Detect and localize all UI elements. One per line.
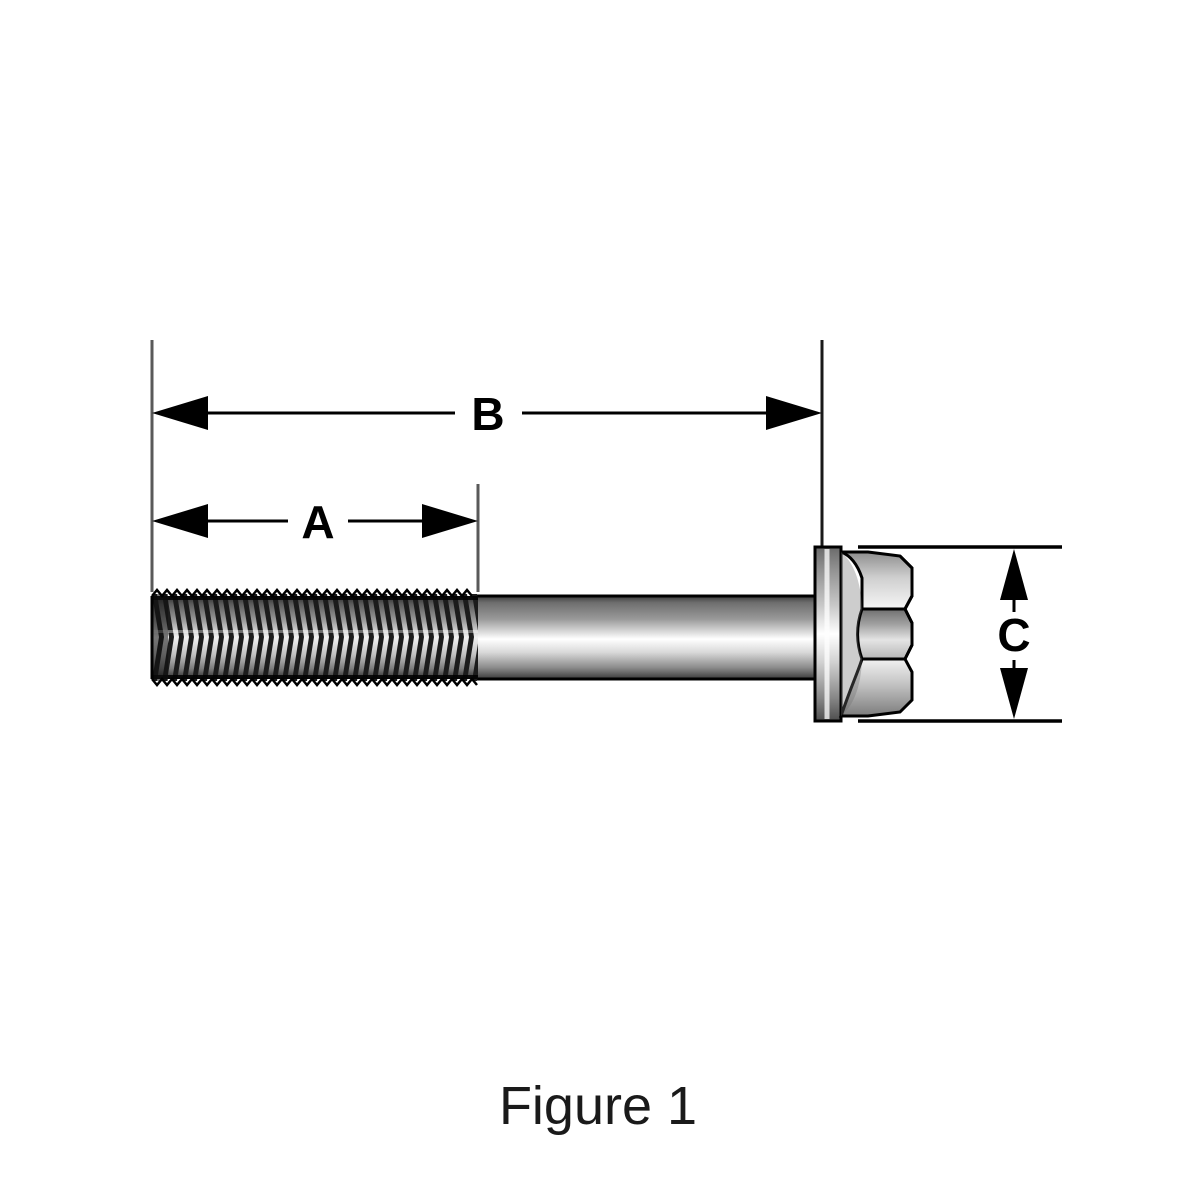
thread-groove bbox=[192, 594, 204, 681]
thread-groove bbox=[282, 594, 294, 681]
thread-groove bbox=[232, 594, 244, 681]
arrowhead-up-icon bbox=[1000, 549, 1028, 600]
figure-caption: Figure 1 bbox=[499, 1076, 697, 1136]
dimension-a-label: A bbox=[301, 496, 334, 548]
thread-groove bbox=[462, 594, 474, 681]
thread-groove bbox=[302, 594, 314, 681]
thread-crest-bottom bbox=[152, 675, 478, 679]
thread-groove bbox=[272, 594, 284, 681]
dimension-b: B bbox=[152, 388, 822, 440]
thread-teeth bbox=[152, 594, 478, 681]
thread-groove bbox=[322, 594, 334, 681]
thread-groove bbox=[172, 594, 184, 681]
extension-lines bbox=[150, 340, 1062, 723]
hex-flange-bolt bbox=[150, 545, 914, 723]
dimension-c: C bbox=[997, 549, 1031, 719]
hex-head bbox=[838, 550, 914, 718]
thread-groove bbox=[372, 594, 384, 681]
arrowhead-left-icon bbox=[152, 504, 208, 538]
hex-facet-middle bbox=[856, 607, 914, 661]
hex-head-right-chamfer-mid bbox=[903, 608, 914, 660]
thread-groove bbox=[332, 594, 344, 681]
thread-groove bbox=[392, 594, 404, 681]
thread-groove bbox=[402, 594, 414, 681]
arrowhead-right-icon bbox=[766, 396, 822, 430]
thread-groove bbox=[472, 594, 478, 681]
thread-crest-top bbox=[152, 596, 478, 600]
thread-groove bbox=[202, 594, 214, 681]
plain-shank bbox=[476, 594, 820, 681]
thread-groove bbox=[182, 594, 194, 681]
thread-groove bbox=[382, 594, 394, 681]
thread-groove bbox=[362, 594, 374, 681]
dimension-c-label: C bbox=[997, 609, 1030, 661]
thread-groove bbox=[262, 594, 274, 681]
dimension-b-label: B bbox=[471, 388, 504, 440]
thread-outline-top bbox=[151, 588, 473, 598]
dimension-a: A bbox=[152, 496, 478, 548]
threaded-shank bbox=[150, 588, 478, 687]
thread-groove bbox=[312, 594, 324, 681]
thread-groove bbox=[442, 594, 454, 681]
arrowhead-left-icon bbox=[152, 396, 208, 430]
thread-groove bbox=[412, 594, 424, 681]
flange-collar bbox=[813, 545, 843, 723]
hex-facet-bottom bbox=[838, 657, 914, 718]
thread-axis-highlight bbox=[152, 630, 478, 633]
thread-groove bbox=[242, 594, 254, 681]
thread-tip-shadow bbox=[152, 594, 168, 681]
thread-groove bbox=[352, 594, 364, 681]
thread-groove bbox=[252, 594, 264, 681]
thread-groove bbox=[212, 594, 224, 681]
thread-groove bbox=[222, 594, 234, 681]
thread-groove bbox=[432, 594, 444, 681]
thread-groove bbox=[292, 594, 304, 681]
arrowhead-right-icon bbox=[422, 504, 478, 538]
plain-shank-body bbox=[476, 596, 820, 679]
arrowhead-down-icon bbox=[1000, 668, 1028, 719]
hex-head-right-chamfer-top bbox=[898, 554, 914, 610]
thread-outline-bottom bbox=[151, 677, 478, 687]
thread-groove bbox=[342, 594, 354, 681]
thread-groove bbox=[422, 594, 434, 681]
thread-groove bbox=[452, 594, 464, 681]
hex-head-left-shade bbox=[841, 552, 862, 716]
